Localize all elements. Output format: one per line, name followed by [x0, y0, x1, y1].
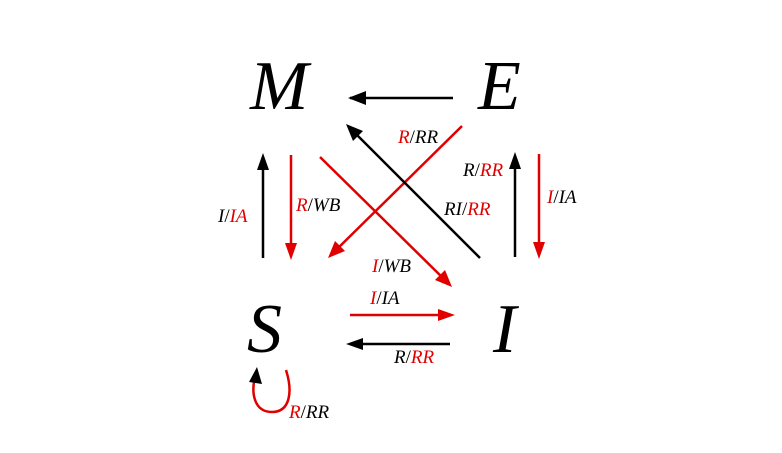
- label-e-to-i-right: IA: [558, 187, 577, 208]
- label-i-to-m: RI/RR: [443, 199, 491, 220]
- label-e-to-m-right: RR: [414, 127, 439, 148]
- label-i-to-s: R/RR: [393, 347, 434, 368]
- label-m-to-i-sep: /: [378, 256, 384, 277]
- label-e-to-m-left: R: [397, 127, 410, 148]
- arrow-e-to-m: [348, 91, 453, 105]
- node-i: I: [492, 291, 520, 368]
- label-i-to-e-right: RR: [479, 160, 504, 181]
- label-s-to-i-left: I: [369, 288, 378, 309]
- label-s-to-m-left: I: [217, 206, 226, 227]
- label-m-to-i-left: I: [371, 256, 380, 277]
- label-e-to-i: I/IA: [546, 187, 577, 208]
- label-i-to-m-right: RR: [466, 199, 491, 220]
- arrow-s-to-i: [350, 309, 455, 321]
- label-s-to-i-sep: /: [376, 288, 382, 309]
- label-s-to-i: I/IA: [369, 288, 400, 309]
- label-s-to-m: I/IA: [217, 206, 248, 227]
- label-e-to-m-sep: /: [410, 127, 416, 148]
- label-s-to-s-left: R: [288, 402, 301, 423]
- label-e-to-m: R/RR: [397, 127, 438, 148]
- label-s-to-m-sep: /: [224, 206, 230, 227]
- self-loop-s: [249, 367, 291, 414]
- label-i-to-e: R/RR: [462, 160, 503, 181]
- label-m-to-s: R/WB: [295, 195, 341, 216]
- label-i-to-s-sep: /: [406, 347, 412, 368]
- label-s-to-s: R/RR: [288, 402, 329, 423]
- label-e-to-i-left: I: [546, 187, 555, 208]
- arrow-i-to-m: [346, 124, 481, 259]
- arrow-s-to-m: [257, 153, 269, 258]
- label-m-to-s-sep: /: [308, 195, 314, 216]
- node-s: S: [247, 291, 282, 368]
- arrow-e-to-s: [328, 125, 463, 258]
- label-i-to-s-right: RR: [410, 347, 435, 368]
- arrow-i-to-e: [509, 152, 521, 257]
- label-s-to-m-right: IA: [229, 206, 248, 227]
- arrow-i-to-s: [346, 338, 450, 350]
- label-s-to-s-sep: /: [301, 402, 307, 423]
- label-m-to-s-right: WB: [313, 195, 341, 216]
- label-e-to-i-sep: /: [553, 187, 559, 208]
- node-m: M: [249, 48, 312, 125]
- label-s-to-i-right: IA: [381, 288, 400, 309]
- label-m-to-i-right: WB: [384, 256, 412, 277]
- label-i-to-m-sep: /: [462, 199, 468, 220]
- arrow-m-to-s: [285, 155, 297, 260]
- label-i-to-e-left: R: [462, 160, 475, 181]
- label-m-to-s-left: R: [295, 195, 308, 216]
- label-s-to-s-right: RR: [305, 402, 330, 423]
- arrow-m-to-i: [319, 156, 452, 287]
- label-i-to-m-left: RI: [443, 199, 464, 220]
- node-e: E: [477, 48, 521, 125]
- label-m-to-i: I/WB: [371, 256, 411, 277]
- label-i-to-e-sep: /: [475, 160, 481, 181]
- label-i-to-s-left: R: [393, 347, 406, 368]
- arrow-e-to-i: [533, 154, 545, 259]
